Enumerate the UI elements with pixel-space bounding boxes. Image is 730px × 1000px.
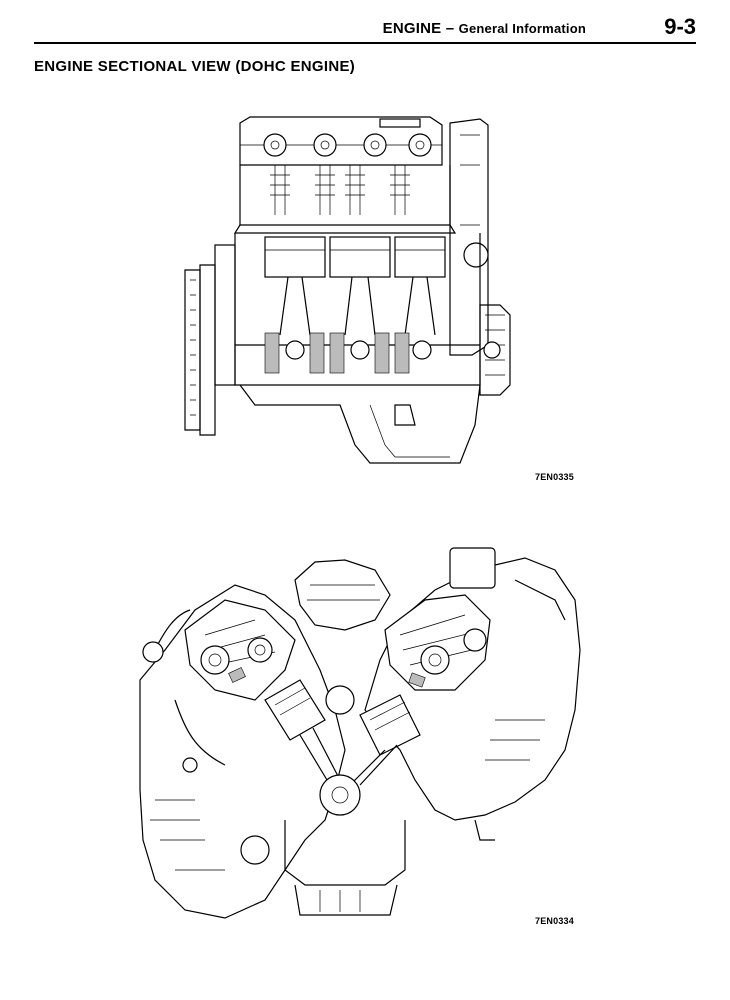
figure-id-label: 7EN0334 bbox=[535, 916, 574, 926]
figure-v-engine-section bbox=[135, 540, 585, 925]
figure-inline-engine-section bbox=[180, 105, 525, 475]
inline-engine-drawing bbox=[184, 116, 511, 464]
header-title-main: ENGINE bbox=[382, 20, 442, 37]
page-header: ENGINE – General Information 9-3 bbox=[34, 14, 696, 44]
figure-id-label: 7EN0335 bbox=[535, 472, 574, 482]
section-title: ENGINE SECTIONAL VIEW (DOHC ENGINE) bbox=[34, 58, 356, 75]
header-rule bbox=[34, 42, 696, 44]
header-title-sub: General Information bbox=[458, 21, 586, 36]
header-title-separator: – bbox=[441, 20, 459, 37]
page-number: 9-3 bbox=[664, 14, 696, 39]
header-title: ENGINE – General Information bbox=[34, 20, 586, 37]
v-engine-drawing bbox=[139, 547, 581, 919]
